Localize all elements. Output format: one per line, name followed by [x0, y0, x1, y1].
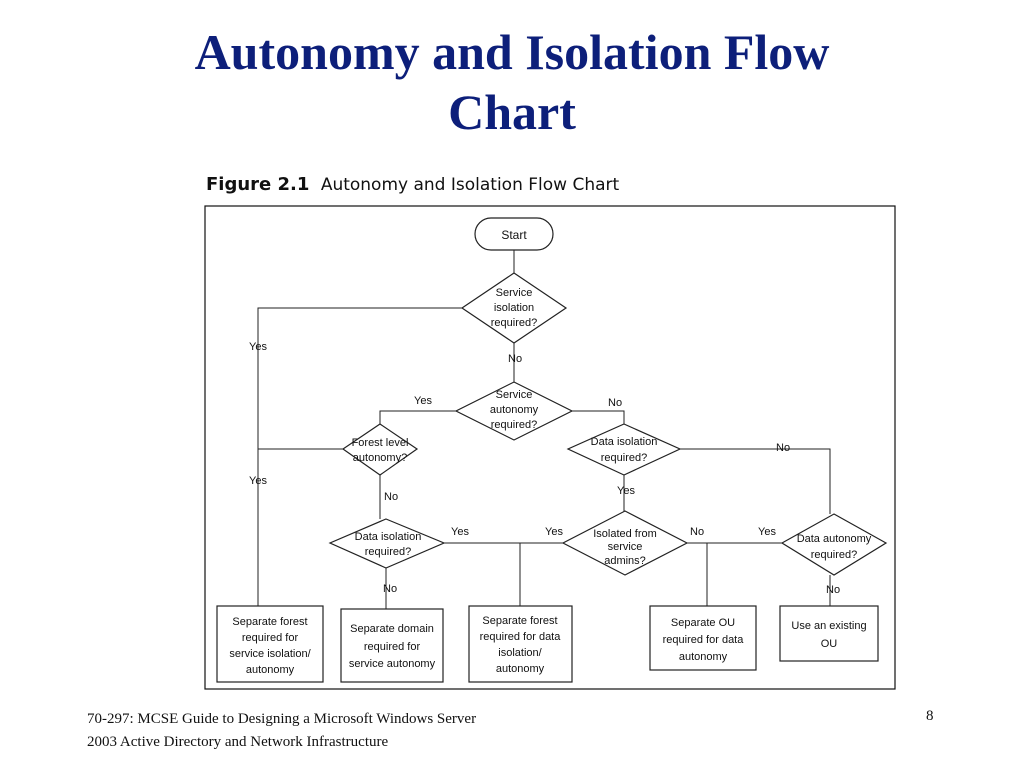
decision-isolated-admins-shape [561, 510, 689, 576]
figure-number: Figure 2.1 [206, 174, 310, 195]
outcome-separate-forest-data-line-4: autonomy [496, 663, 545, 675]
start-label: Start [501, 228, 527, 242]
connector-data-isolation-left-yes [444, 542, 521, 606]
outcome-separate-ou-box [649, 605, 757, 671]
decision-service-autonomy-line-1: Service [496, 389, 533, 401]
decision-forest-level-line-2: autonomy? [353, 452, 407, 464]
outcome-separate-forest-service-box [216, 605, 324, 683]
connector-service-isolation-yes [257, 307, 462, 606]
connector-service-autonomy-no [572, 410, 625, 424]
outcome-separate-ou: Separate OU required for data autonomy [649, 605, 757, 671]
label-yes-service-isolation: Yes [249, 341, 267, 353]
label-yes-isolated-admins: Yes [545, 526, 563, 538]
footer-line-1: 70-297: MCSE Guide to Designing a Micros… [87, 711, 477, 727]
decision-data-autonomy: Data autonomy required? [780, 513, 888, 576]
outcome-separate-domain-line-1: Separate domain [350, 623, 434, 635]
decision-data-isolation-right-line-2: required? [601, 452, 647, 464]
branch-labels: Yes No Yes No Yes No No Yes Yes Yes No N… [249, 341, 840, 596]
footer-text: 70-297: MCSE Guide to Designing a Micros… [87, 708, 617, 754]
outcome-separate-ou-line-2: required for data [663, 634, 745, 646]
start-terminal: Start [474, 217, 554, 251]
decision-isolated-admins-line-3: admins? [604, 555, 646, 567]
slide-title-line-2: Chart [448, 84, 576, 140]
decision-forest-level-line-1: Forest level [352, 437, 409, 449]
decision-data-autonomy-line-1: Data autonomy [797, 533, 872, 545]
connector-isolated-admins-no [687, 542, 708, 606]
decision-service-autonomy-line-2: autonomy [490, 404, 539, 416]
label-yes-data-isolation-left: Yes [451, 526, 469, 538]
outcome-separate-forest-data-box [468, 605, 573, 683]
label-no-data-isolation-left: No [383, 583, 397, 595]
outcome-existing-ou-box [779, 605, 879, 662]
label-yes-forest-level: Yes [249, 475, 267, 487]
outcome-separate-domain-box [340, 608, 444, 683]
decision-data-autonomy-shape [780, 513, 888, 576]
decision-service-autonomy-shape [454, 381, 574, 441]
decision-data-isolation-right-shape [566, 423, 682, 476]
decision-data-isolation-right-line-1: Data isolation [591, 436, 658, 448]
slide-title-line-1: Autonomy and Isolation Flow [194, 24, 830, 80]
label-no-service-isolation: No [508, 353, 522, 365]
outcome-separate-forest-service-line-3: service isolation/ [229, 648, 311, 660]
decision-service-isolation-shape [460, 272, 568, 344]
outcome-separate-forest-data: Separate forest required for data isolat… [468, 605, 573, 683]
outcome-existing-ou: Use an existing OU [779, 605, 879, 662]
outcome-separate-forest-data-line-1: Separate forest [482, 615, 557, 627]
connectors [257, 250, 831, 609]
decision-data-isolation-left-shape [328, 518, 446, 569]
start-terminal-shape [474, 217, 554, 251]
outcome-separate-domain: Separate domain required for service aut… [340, 608, 444, 683]
decision-service-autonomy: Service autonomy required? [454, 381, 574, 441]
decision-service-isolation-line-2: isolation [494, 302, 534, 314]
label-no-data-autonomy: No [826, 584, 840, 596]
decision-isolated-admins-line-1: Isolated from [593, 528, 657, 540]
label-yes-data-isolation-right: Yes [617, 485, 635, 497]
figure-caption-text: Autonomy and Isolation Flow Chart [320, 175, 620, 195]
decision-service-isolation-line-3: required? [491, 317, 537, 329]
outcome-separate-forest-data-line-3: isolation/ [498, 647, 542, 659]
outcome-separate-ou-line-3: autonomy [679, 651, 728, 663]
figure-caption: Figure 2.1 Autonomy and Isolation Flow C… [206, 174, 619, 195]
outcome-separate-forest-service-line-4: autonomy [246, 664, 295, 676]
outcome-separate-ou-line-1: Separate OU [671, 617, 735, 629]
connector-data-isolation-right-no [680, 448, 831, 514]
outcome-separate-forest-data-line-2: required for data [480, 631, 562, 643]
label-no-forest-level: No [384, 491, 398, 503]
slide-title: Autonomy and Isolation Flow Chart [0, 22, 1024, 142]
outcome-separate-domain-line-3: service autonomy [349, 658, 436, 670]
footer-line-2: 2003 Active Directory and Network Infras… [87, 734, 389, 750]
decision-data-isolation-right: Data isolation required? [566, 423, 682, 476]
decision-isolated-admins: Isolated from service admins? [561, 510, 689, 576]
outcome-existing-ou-line-1: Use an existing [791, 620, 866, 632]
outcome-separate-domain-line-2: required for [364, 641, 421, 653]
label-no-service-autonomy: No [608, 397, 622, 409]
outcome-separate-forest-service-line-1: Separate forest [232, 616, 307, 628]
decision-data-isolation-left: Data isolation required? [328, 518, 446, 569]
decision-data-isolation-left-line-2: required? [365, 546, 411, 558]
decision-data-autonomy-line-2: required? [811, 549, 857, 561]
decision-forest-level: Forest level autonomy? [341, 423, 419, 476]
outcome-existing-ou-line-2: OU [821, 638, 838, 650]
decision-data-isolation-left-line-1: Data isolation [355, 531, 422, 543]
connector-service-autonomy-yes [379, 410, 456, 424]
label-no-isolated-admins: No [690, 526, 704, 538]
decision-isolated-admins-line-2: service [608, 541, 643, 553]
figure-frame [204, 205, 896, 690]
decision-service-isolation-line-1: Service [496, 287, 533, 299]
decision-service-isolation: Service isolation required? [460, 272, 568, 344]
outcome-separate-forest-service: Separate forest required for service iso… [216, 605, 324, 683]
decision-service-autonomy-line-3: required? [491, 419, 537, 431]
label-no-data-isolation-right: No [776, 442, 790, 454]
label-yes-service-autonomy: Yes [414, 395, 432, 407]
label-yes-data-autonomy: Yes [758, 526, 776, 538]
outcome-separate-forest-service-line-2: required for [242, 632, 299, 644]
page-number: 8 [926, 708, 934, 724]
decision-forest-level-shape [341, 423, 419, 476]
